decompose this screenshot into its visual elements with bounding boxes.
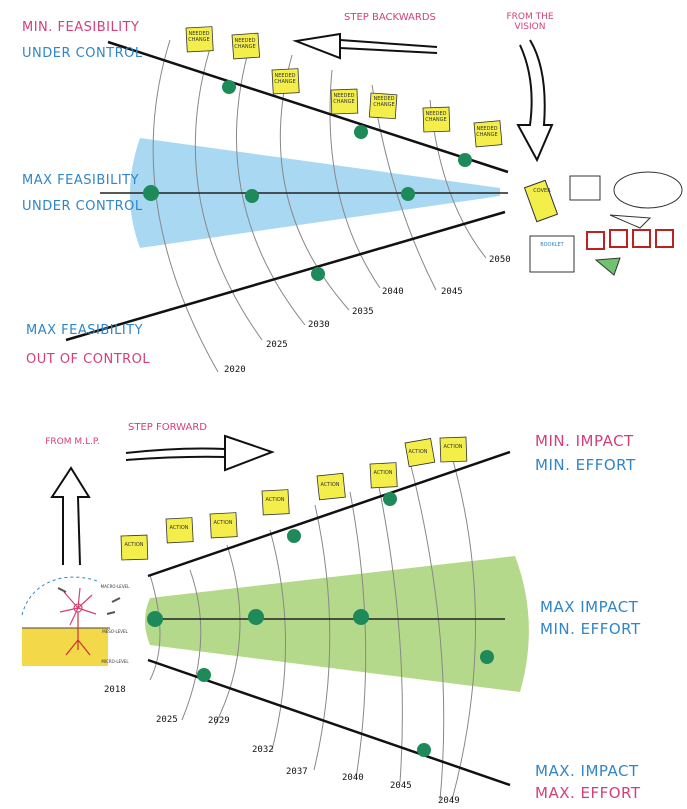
note-bottom-2: ACTION bbox=[169, 525, 189, 531]
speech-bubble-icon bbox=[613, 171, 683, 209]
note-bottom-3: ACTION bbox=[213, 520, 233, 526]
bottom-upper-line bbox=[147, 450, 511, 578]
label-under-control-1: UNDER CONTROL bbox=[22, 46, 143, 61]
from-the-vision-label: FROM THE VISION bbox=[506, 12, 554, 32]
photo-frame-icon-2 bbox=[609, 229, 628, 248]
note-bottom-4: ACTION bbox=[265, 497, 285, 503]
bottom-lower-line bbox=[147, 658, 511, 787]
note-top-6: NEEDED CHANGE bbox=[425, 111, 447, 123]
note-bottom-6: ACTION bbox=[373, 470, 393, 476]
mlp-level-micro: MICRO-LEVEL bbox=[101, 659, 129, 664]
booklet-text: BOOKLET bbox=[540, 242, 564, 248]
step-forward-label: STEP FORWARD bbox=[128, 422, 207, 433]
label-min-effort-1: MIN. EFFORT bbox=[535, 456, 636, 474]
year-2040-b: 2040 bbox=[342, 773, 364, 783]
year-2025: 2025 bbox=[266, 340, 288, 350]
photo-frame-icon-1 bbox=[586, 231, 605, 250]
photo-frame-icon-3 bbox=[632, 229, 651, 248]
label-min-effort-2: MIN. EFFORT bbox=[540, 620, 641, 638]
year-2037: 2037 bbox=[286, 767, 308, 777]
note-top-5: NEEDED CHANGE bbox=[373, 96, 395, 108]
label-max-impact-1: MAX IMPACT bbox=[540, 598, 639, 616]
top-sticky-notes bbox=[185, 26, 503, 148]
vision-items bbox=[523, 171, 683, 276]
bottom-sticky-notes bbox=[120, 436, 468, 561]
from-mlp-label: FROM M.L.P. bbox=[45, 437, 100, 447]
note-bottom-7: ACTION bbox=[408, 449, 428, 455]
note-bottom-1: ACTION bbox=[124, 542, 144, 548]
note-bottom-8: ACTION bbox=[443, 444, 463, 450]
note-top-1: NEEDED CHANGE bbox=[188, 31, 210, 43]
mlp-level-meso: MESO-LEVEL bbox=[102, 629, 128, 634]
year-2045: 2045 bbox=[441, 287, 463, 297]
mlp-level-macro: MACRO-LEVEL bbox=[100, 584, 130, 589]
note-top-4: NEEDED CHANGE bbox=[333, 93, 355, 105]
year-2049: 2049 bbox=[438, 796, 460, 806]
impact-cone bbox=[145, 556, 529, 692]
label-max-feasibility: MAX FEASIBILITY bbox=[22, 173, 140, 188]
year-2030: 2030 bbox=[308, 320, 330, 330]
photo-frame-icon-4 bbox=[655, 229, 674, 248]
top-dots bbox=[143, 80, 472, 281]
step-forward-arrow-icon bbox=[125, 434, 275, 472]
label-min-impact-1: MIN. IMPACT bbox=[535, 432, 634, 450]
label-under-control-2: UNDER CONTROL bbox=[22, 199, 143, 214]
label-max-feasibility-2: MAX FEASIBILITY bbox=[26, 323, 144, 338]
mlp-diagram-icon bbox=[21, 576, 121, 666]
vision-down-arrow-icon bbox=[516, 39, 554, 163]
year-2045-b: 2045 bbox=[390, 781, 412, 791]
green-ticket-icon bbox=[594, 257, 621, 276]
bottom-dots bbox=[147, 492, 494, 757]
label-max-impact-2: MAX. IMPACT bbox=[535, 762, 639, 780]
top-upper-line bbox=[107, 40, 509, 174]
step-backwards-arrow-icon bbox=[292, 32, 438, 60]
year-2032: 2032 bbox=[252, 745, 274, 755]
person-icon bbox=[609, 214, 652, 229]
note-top-2: NEEDED CHANGE bbox=[234, 38, 256, 50]
note-bottom-5: ACTION bbox=[320, 482, 340, 488]
bottom-year-arcs bbox=[149, 449, 476, 801]
year-2018: 2018 bbox=[104, 685, 126, 695]
top-lower-line bbox=[65, 210, 506, 342]
booklet-icon bbox=[529, 235, 575, 273]
mlp-up-arrow-icon bbox=[50, 466, 91, 566]
note-top-3: NEEDED CHANGE bbox=[274, 73, 296, 85]
year-2025-b: 2025 bbox=[156, 715, 178, 725]
year-2050: 2050 bbox=[489, 255, 511, 265]
chair-icon bbox=[569, 175, 601, 201]
note-top-7: NEEDED CHANGE bbox=[476, 126, 498, 138]
book-cover-text: COVER bbox=[533, 188, 551, 194]
step-backwards-label: STEP BACKWARDS bbox=[344, 12, 436, 23]
label-out-of-control: OUT OF CONTROL bbox=[26, 352, 151, 367]
year-2029: 2029 bbox=[208, 716, 230, 726]
year-2020: 2020 bbox=[224, 365, 246, 375]
year-2040: 2040 bbox=[382, 287, 404, 297]
label-min-feasibility: MIN. FEASIBILITY bbox=[22, 20, 140, 35]
book-icon bbox=[523, 179, 559, 223]
year-2035: 2035 bbox=[352, 307, 374, 317]
label-max-effort: MAX. EFFORT bbox=[535, 784, 641, 802]
